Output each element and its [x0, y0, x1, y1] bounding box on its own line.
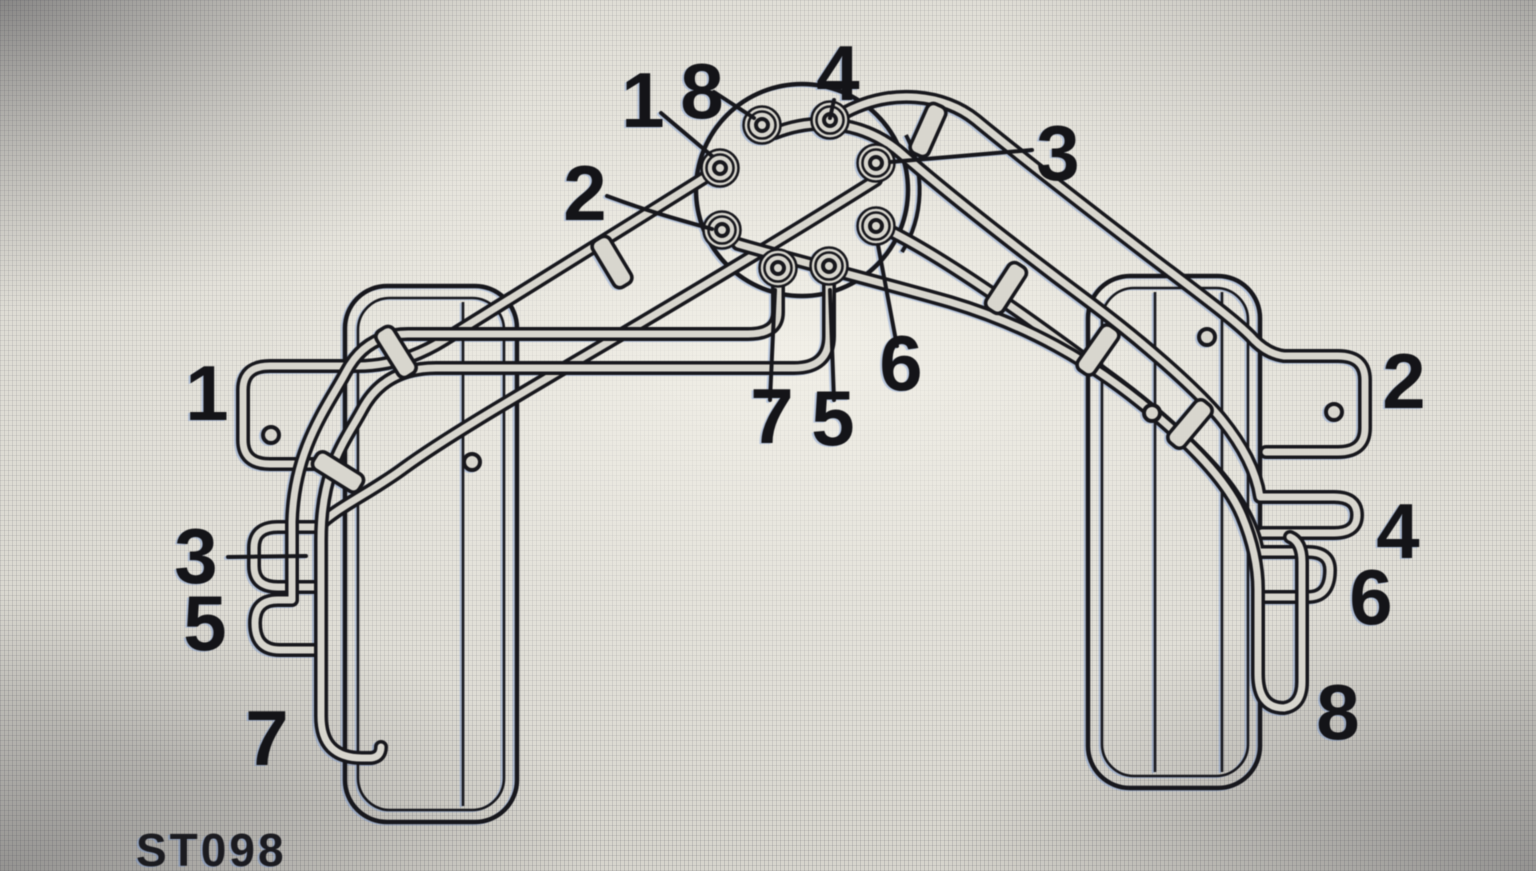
- leader-port-8: [712, 90, 756, 120]
- pump-port-label-6: 6: [879, 319, 922, 407]
- pump-port-2: [702, 210, 742, 250]
- clamp-bolt: [261, 425, 281, 445]
- leader-lines: [226, 90, 1034, 559]
- pump-port-3: [856, 143, 896, 183]
- pipe-clamp: [374, 324, 418, 380]
- pipe-clamp: [590, 234, 634, 290]
- pump-port-7: [758, 248, 798, 288]
- right-cover-inner-outline: [1100, 286, 1250, 778]
- pump-port-label-3: 3: [1036, 109, 1079, 197]
- pipe-clamp: [908, 101, 948, 159]
- right-bank-labels: 2 4 6 8: [1316, 337, 1425, 756]
- right-bank-label-8: 8: [1316, 668, 1359, 756]
- leader-port-2: [605, 194, 714, 231]
- pump-port-label-4: 4: [816, 29, 859, 117]
- pump-port-label-1: 1: [621, 56, 664, 144]
- pipe-clamps: [261, 101, 1344, 494]
- left-cover-inner-outline: [356, 296, 506, 812]
- pump-port-5: [809, 246, 849, 286]
- leader-port-6: [876, 243, 899, 348]
- leader-port-1: [659, 111, 714, 158]
- left-cover-outline: [342, 283, 520, 825]
- right-bank-label-6: 6: [1349, 553, 1392, 641]
- pump-port-label-2: 2: [563, 149, 606, 237]
- left-bank-labels: 1 3 5 7: [174, 349, 288, 782]
- clamp-bolt: [1197, 327, 1217, 347]
- pipe-clamp: [1166, 397, 1214, 451]
- right-bank-label-2: 2: [1382, 337, 1425, 425]
- leader-left-bank-3: [226, 554, 308, 559]
- right-valve-cover: [1085, 273, 1263, 791]
- clamp-bolt: [1324, 402, 1344, 422]
- left-bank-label-1: 1: [185, 349, 228, 437]
- pump-port-1: [700, 148, 740, 188]
- leader-port-3: [888, 148, 1034, 164]
- pump-port-labels: 1 2 3 4 5 6 7 8: [563, 29, 1079, 462]
- left-bank-label-5: 5: [183, 579, 226, 667]
- right-cover-outline: [1085, 273, 1263, 791]
- pump-port-label-5: 5: [811, 374, 854, 462]
- clamp-bolt: [462, 452, 482, 472]
- pump-ports: [700, 100, 896, 288]
- pipe-clamp: [1075, 323, 1121, 377]
- pump-port-label-7: 7: [750, 372, 793, 460]
- left-bank-label-7: 7: [245, 694, 288, 782]
- pump-port-label-8: 8: [680, 47, 723, 135]
- left-bank-label-3: 3: [174, 512, 217, 600]
- pipe-clamp: [983, 260, 1029, 316]
- pump-port-6: [856, 206, 896, 246]
- pipe-clamp: [310, 450, 366, 494]
- leader-port-5: [828, 288, 836, 402]
- right-bank-label-4: 4: [1376, 487, 1419, 575]
- pipe-cylinder-6: [885, 225, 1337, 604]
- figure-code: ST098: [136, 824, 287, 871]
- clamp-bolt: [1142, 403, 1162, 423]
- left-valve-cover: [342, 283, 520, 825]
- leader-port-4: [828, 98, 836, 120]
- leader-port-7: [768, 288, 777, 402]
